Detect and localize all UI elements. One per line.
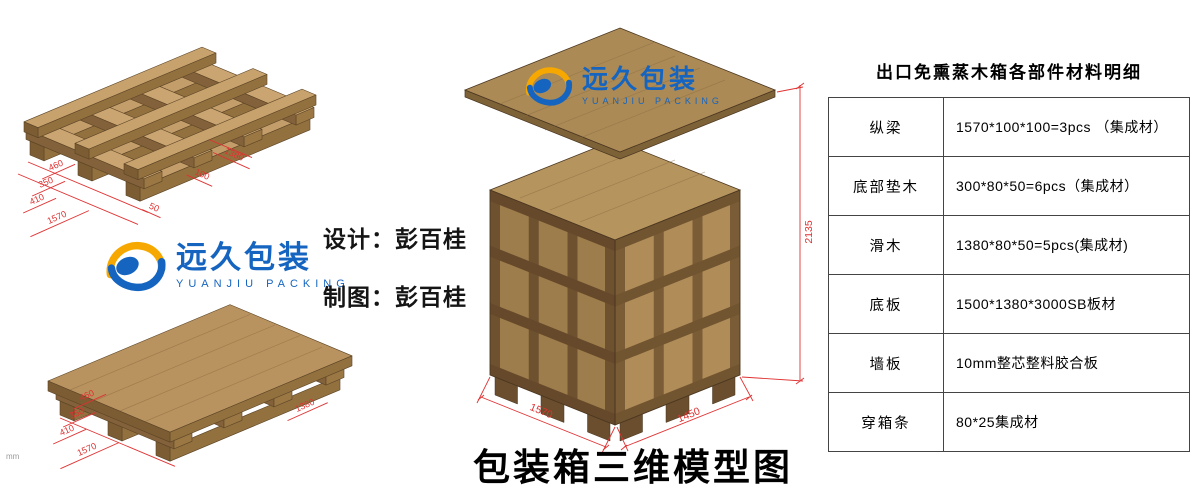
unit-note: mm [6, 452, 20, 461]
materials-table: 纵梁 1570*100*100=3pcs （集成材） 底部垫木 300*80*5… [828, 97, 1190, 452]
part-name: 墙板 [828, 333, 944, 393]
table-row: 穿箱条 80*25集成材 [828, 392, 1190, 452]
part-name: 底板 [828, 274, 944, 334]
table-row: 底部垫木 300*80*50=6pcs（集成材） [828, 156, 1190, 216]
part-name: 纵梁 [828, 97, 944, 157]
table-row: 纵梁 1570*100*100=3pcs （集成材） [828, 97, 1190, 157]
logo-subtitle: YUANJIU PACKING [582, 96, 723, 107]
part-spec: 1380*80*50=5pcs(集成材) [943, 215, 1190, 275]
materials-table-title: 出口免熏蒸木箱各部件材料明细 [876, 63, 1142, 82]
crate-right-face [615, 190, 740, 426]
part-name: 底部垫木 [828, 156, 944, 216]
lid-logo: 远久包装 YUANJIU PACKING [524, 64, 723, 108]
pallet-frame-drawing [23, 46, 317, 202]
logo-subtitle: YUANJIU PACKING [176, 277, 350, 290]
svg-text:2135: 2135 [803, 220, 815, 244]
svg-text:50: 50 [148, 201, 161, 214]
crate-drawing [463, 27, 777, 442]
table-row: 墙板 10mm整芯整料胶合板 [828, 333, 1190, 393]
part-spec: 300*80*50=6pcs（集成材） [943, 156, 1190, 216]
svg-text:1570: 1570 [76, 441, 98, 458]
table-row: 底板 1500*1380*3000SB板材 [828, 274, 1190, 334]
part-spec: 1570*100*100=3pcs （集成材） [943, 97, 1190, 157]
part-name: 滑木 [828, 215, 944, 275]
crate-dimensions: 2135 1570 1450 [476, 82, 815, 454]
company-logo: 远久包装 YUANJIU PACKING [104, 238, 350, 294]
crate-left-face [490, 190, 615, 426]
draft-credit: 制图：彭百桂 [323, 284, 467, 310]
pallet-deck-drawing [47, 304, 353, 462]
part-spec: 1500*1380*3000SB板材 [943, 274, 1190, 334]
part-spec: 10mm整芯整料胶合板 [943, 333, 1190, 393]
logo-swoosh-icon [526, 67, 573, 106]
logo-name: 远久包装 [176, 240, 312, 276]
part-name: 穿箱条 [828, 392, 944, 452]
page-title: 包装箱三维模型图 [473, 447, 793, 488]
crate-lid [463, 27, 777, 160]
part-spec: 80*25集成材 [943, 392, 1190, 452]
table-row: 滑木 1380*80*50=5pcs(集成材) [828, 215, 1190, 275]
logo-swoosh-icon [106, 241, 166, 292]
materials-panel: 出口免熏蒸木箱各部件材料明细 纵梁 1570*100*100=3pcs （集成材… [828, 58, 1190, 452]
logo-name: 远久包装 [582, 63, 699, 94]
design-credit: 设计：彭百桂 [323, 226, 467, 252]
svg-text:1570: 1570 [46, 209, 68, 226]
credits: 设计：彭百桂 制图：彭百桂 [323, 220, 467, 336]
